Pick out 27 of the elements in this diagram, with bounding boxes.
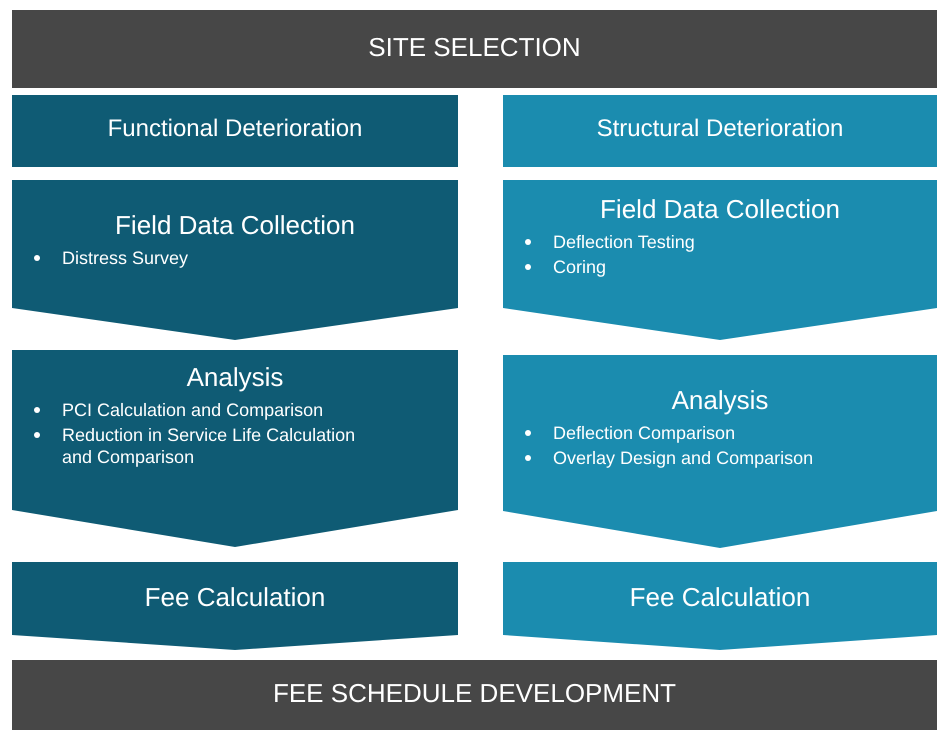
title-bar [12, 660, 937, 730]
step-panel [503, 562, 937, 650]
step-panel [12, 180, 458, 340]
heading: Analysis [672, 385, 768, 416]
step-panel [503, 355, 937, 548]
bullet-text: Distress Survey [62, 247, 188, 270]
heading: Field Data Collection [600, 194, 840, 225]
heading: Analysis [186, 362, 284, 393]
bullet-text: Overlay Design and Comparison [553, 446, 814, 469]
bullet-text: PCI Calculation and Comparison [62, 399, 324, 422]
step-panel [12, 350, 458, 547]
bullet-text: Reduction in Service Life Calculation and Comparison [62, 424, 356, 468]
heading: FEE SCHEDULE DEVELOPMENT [272, 678, 676, 709]
category-box [12, 95, 458, 167]
heading: Field Data Collection [115, 210, 355, 241]
heading: Functional Deterioration [108, 115, 362, 143]
step-panel [12, 562, 458, 650]
bullet-text: Deflection Comparison [553, 422, 736, 444]
heading: Structural Deterioration [596, 115, 844, 143]
bullet-text: Coring [553, 256, 606, 278]
category-box [503, 95, 937, 167]
heading: Fee Calculation [144, 582, 326, 613]
step-panel [503, 180, 937, 340]
bullet-text: Deflection Testing [553, 231, 695, 254]
title-bar [12, 10, 937, 88]
heading: Fee Calculation [630, 582, 810, 613]
heading: SITE SELECTION [368, 32, 581, 63]
